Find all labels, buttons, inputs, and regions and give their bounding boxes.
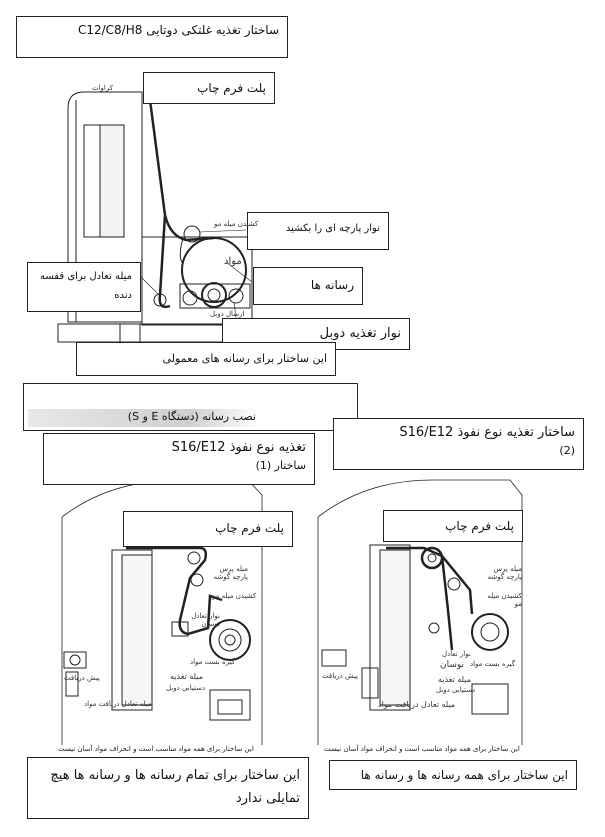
right-balance-strip-label: نوار تعادل	[442, 650, 471, 658]
left-small-roller-box	[63, 651, 87, 669]
left-header-line2: ساختار (1)	[255, 458, 306, 472]
left-strip-path	[126, 546, 223, 636]
cravat-small-label: کراوات	[92, 84, 114, 92]
double-feed-label: نوار تغذیه دوبل	[319, 326, 401, 341]
top-printing-plate-box: پلت فرم چاپ	[143, 72, 275, 104]
right-note-text: این ساختار برای همه رسانه ها و رسانه ها	[360, 768, 568, 782]
left-plate-box: پلت فرم چاپ	[123, 511, 293, 547]
right-corner-rod-label: میله پرس پارچه گوشه	[487, 565, 522, 581]
right-caption: این ساختار برای همه مواد مناسب است و انح…	[324, 745, 520, 753]
right-header-line1: ساختار تغذیه نوع نفوذ S16/E12	[399, 425, 575, 440]
left-lower-bracket	[209, 689, 251, 721]
left-front-receive-label: پیش دریافت	[64, 674, 101, 682]
right-strip-path	[386, 546, 474, 651]
left-header-line1: تغذیه نوع نفوذ S16/E12	[171, 440, 306, 455]
left-corner-rod-label: میله پرس پارچه گوشه	[213, 565, 248, 581]
install-media-highlight	[28, 409, 258, 427]
balance-rod-label: میله تعادل برای قفسه دنده	[40, 271, 132, 301]
roller-bracket	[141, 236, 253, 326]
right-feed-double-label: دستیابی دوبل	[436, 686, 476, 694]
right-swing-label: نوسان	[440, 660, 465, 670]
right-header-box: ساختار تغذیه نوع نفوذ S16/E12 (2)	[333, 418, 584, 470]
right-plate-label: پلت فرم چاپ	[445, 519, 514, 533]
left-feed-rod-label: میله تغذیه	[170, 672, 203, 681]
material-small-label: مواد	[224, 256, 242, 267]
left-small-bottom-label: میله تعادل دریافت مواد	[84, 700, 152, 708]
double-send-small-label: ارسال دوبل	[210, 310, 245, 318]
right-note-box: این ساختار برای همه رسانه ها و رسانه ها	[329, 760, 577, 790]
right-media-roll	[471, 613, 509, 651]
right-pull-rod-label: کشیدن میله مو	[487, 592, 522, 608]
printing-plate-label: پلت فرم چاپ	[197, 81, 266, 95]
ribbons-label: رسانه ها	[310, 278, 354, 292]
right-clamp-label: گیره بست مواد	[470, 660, 515, 668]
pull-roller	[183, 225, 201, 243]
top-fabric-box: نوار پارچه ای را بکشید	[247, 212, 389, 250]
left-note-text: این ساختار برای تمام رسانه ها و رسانه ها…	[50, 768, 300, 807]
right-feed-rod-label: میله تغذیه	[438, 675, 471, 684]
right-front-receive-label: پیش دریافت	[322, 672, 359, 680]
top-balance-rod-box: میله تعادل برای قفسه دنده	[27, 262, 141, 312]
top-title: ساختار تغذیه غلتکی دوتایی C12/C8/H8	[77, 23, 279, 37]
pull-rod-small-label: کشیدن میله مو	[214, 220, 259, 228]
left-media-roll	[209, 619, 251, 661]
right-receive-rod-label: میله تعادل دریافت مواد	[378, 700, 456, 709]
feed-roller	[201, 282, 227, 308]
fabric-strip-label: نوار پارچه ای را بکشید	[285, 223, 380, 234]
left-note-box: این ساختار برای تمام رسانه ها و رسانه ها…	[27, 757, 309, 819]
left-feed-double-label: دستیابی دوبل	[166, 684, 206, 692]
right-plate-box: پلت فرم چاپ	[383, 510, 523, 542]
right-header-line2: (2)	[559, 443, 575, 457]
left-caption: این ساختار برای همه مواد مناسب است و انح…	[58, 745, 254, 753]
normal-structure-label: این ساختار برای رسانه های معمولی	[162, 352, 327, 365]
top-normal-structure-box: این ساختار برای رسانه های معمولی	[76, 342, 336, 376]
left-pull-rod-label: کشیدن میله مو	[212, 592, 257, 600]
left-header-box: تغذیه نوع نفوذ S16/E12 ساختار (1)	[43, 433, 315, 485]
machine-side-panel	[67, 91, 143, 323]
top-ribbons-box: رسانه ها	[253, 267, 363, 305]
install-media-label: نصب رسانه (دستگاه E و S)	[127, 410, 256, 423]
left-clamp-label: گیره بست مواد	[190, 658, 235, 666]
top-title-box: ساختار تغذیه غلتکی دوتایی C12/C8/H8	[16, 16, 288, 58]
left-plate-label: پلت فرم چاپ	[215, 521, 284, 535]
media-strip-path	[148, 99, 215, 309]
left-balance-strip-label: نوار تعادل نوسان	[191, 612, 220, 628]
right-lower-bracket	[471, 683, 509, 715]
